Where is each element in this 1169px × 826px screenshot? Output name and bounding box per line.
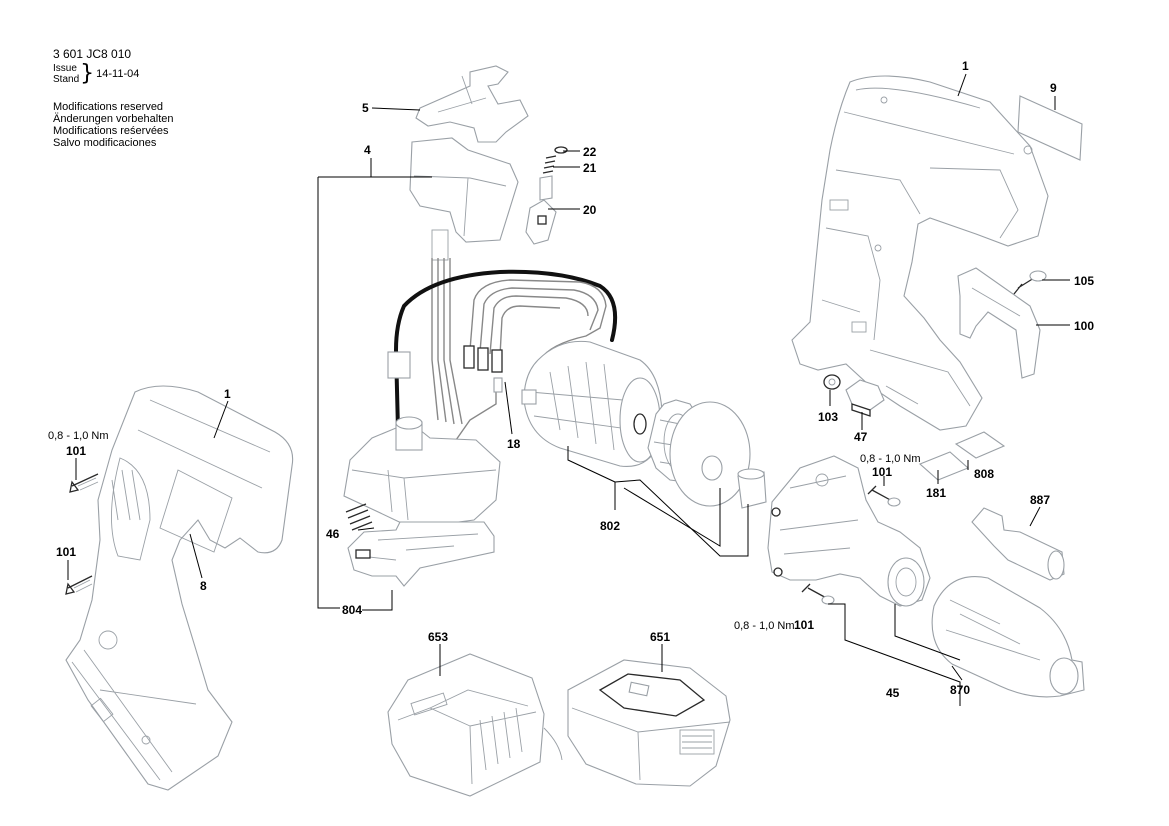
slide-20[interactable] bbox=[525, 199, 557, 245]
label-101-right-lower: 101 bbox=[794, 618, 814, 632]
modifications-de: Änderungen vorbehalten bbox=[53, 113, 174, 125]
issue-label: Issue bbox=[53, 63, 77, 74]
issue-block: Issue Stand } 14-11-04 bbox=[53, 61, 173, 86]
spring-21[interactable] bbox=[539, 155, 557, 201]
label-5: 5 bbox=[362, 101, 369, 115]
switch-trigger-4[interactable] bbox=[409, 137, 519, 261]
gear-shaft[interactable] bbox=[737, 468, 767, 509]
motor-assembly[interactable] bbox=[521, 340, 663, 468]
clip-47[interactable] bbox=[845, 379, 885, 417]
label-105: 105 bbox=[1074, 274, 1094, 288]
screw-101-upper-left[interactable] bbox=[69, 473, 99, 493]
brace-glyph: } bbox=[80, 61, 95, 86]
label-1-left-housing: 1 bbox=[224, 387, 231, 401]
torque-spec-left: 0,8 - 1,0 Nm bbox=[48, 430, 109, 442]
bit-holder-887[interactable] bbox=[971, 507, 1065, 581]
nose-cap-870[interactable] bbox=[931, 576, 1085, 698]
screw-101-right-upper[interactable] bbox=[867, 485, 901, 507]
screw-101-lower-left[interactable] bbox=[65, 575, 93, 595]
label-plate-9[interactable] bbox=[1017, 95, 1083, 161]
switch-bracket-5[interactable] bbox=[415, 65, 529, 143]
label-802: 802 bbox=[600, 519, 620, 533]
screw-101-right-lower[interactable] bbox=[801, 583, 835, 605]
label-4: 4 bbox=[364, 143, 371, 157]
torque-spec-mid-bottom: 0,8 - 1,0 Nm bbox=[734, 620, 795, 632]
label-9: 9 bbox=[1050, 81, 1057, 95]
electronic-module[interactable] bbox=[343, 416, 501, 529]
label-47: 47 bbox=[854, 430, 868, 444]
label-181[interactable] bbox=[918, 451, 970, 481]
modifications-fr: Modifications reśervées bbox=[53, 125, 169, 137]
modifications-notice: Modifications reserved Änderungen vorbeh… bbox=[53, 101, 173, 149]
label-101-lower-left: 101 bbox=[56, 545, 76, 559]
gear-housing-45[interactable] bbox=[767, 455, 931, 607]
wire-harness bbox=[387, 258, 617, 441]
modifications-es: Salvo modificaciones bbox=[53, 137, 157, 149]
label-101-right-upper: 101 bbox=[872, 465, 892, 479]
stand-label: Stand bbox=[53, 74, 80, 85]
label-651: 651 bbox=[650, 630, 670, 644]
base-plate[interactable] bbox=[347, 521, 495, 587]
label-1-right-housing: 1 bbox=[962, 59, 969, 73]
label-18: 18 bbox=[507, 437, 521, 451]
label-808: 808 bbox=[974, 467, 994, 481]
label-100: 100 bbox=[1074, 319, 1094, 333]
label-8: 8 bbox=[200, 579, 207, 593]
label-22: 22 bbox=[583, 145, 597, 159]
label-103: 103 bbox=[818, 410, 838, 424]
charger-653[interactable] bbox=[387, 653, 563, 797]
torque-spec-mid-top: 0,8 - 1,0 Nm bbox=[860, 453, 921, 465]
label-21: 21 bbox=[583, 161, 597, 175]
right-housing-half[interactable] bbox=[791, 75, 1049, 431]
leader-lines bbox=[67, 73, 1070, 706]
issue-date: 14-11-04 bbox=[96, 68, 140, 80]
screw-105[interactable] bbox=[1013, 270, 1047, 295]
label-101-upper-left: 101 bbox=[66, 444, 86, 458]
document-header: 3 601 JC8 010 Issue Stand } 14-11-04 Mod… bbox=[53, 48, 173, 149]
label-804: 804 bbox=[342, 603, 362, 617]
label-45: 45 bbox=[886, 686, 900, 700]
battery-651[interactable] bbox=[567, 659, 731, 787]
label-20: 20 bbox=[583, 203, 597, 217]
label-808[interactable] bbox=[954, 431, 1006, 459]
part-labels: 1 0,8 - 1,0 Nm 101 101 8 5 4 22 21 20 18… bbox=[48, 59, 1094, 700]
issue-labels: Issue Stand bbox=[53, 63, 79, 85]
document-number: 3 601 JC8 010 bbox=[53, 47, 132, 61]
spring-22[interactable] bbox=[554, 146, 568, 154]
label-870: 870 bbox=[950, 683, 970, 697]
modifications-en: Modifications reserved bbox=[53, 101, 164, 113]
belt-clip-100[interactable] bbox=[957, 267, 1041, 379]
label-653: 653 bbox=[428, 630, 448, 644]
label-181: 181 bbox=[926, 486, 946, 500]
gear-disc[interactable] bbox=[669, 401, 751, 507]
label-46: 46 bbox=[326, 527, 340, 541]
spring-46[interactable] bbox=[345, 503, 373, 531]
nut-103[interactable] bbox=[823, 374, 841, 390]
left-housing-half[interactable] bbox=[65, 385, 294, 791]
label-887: 887 bbox=[1030, 493, 1050, 507]
